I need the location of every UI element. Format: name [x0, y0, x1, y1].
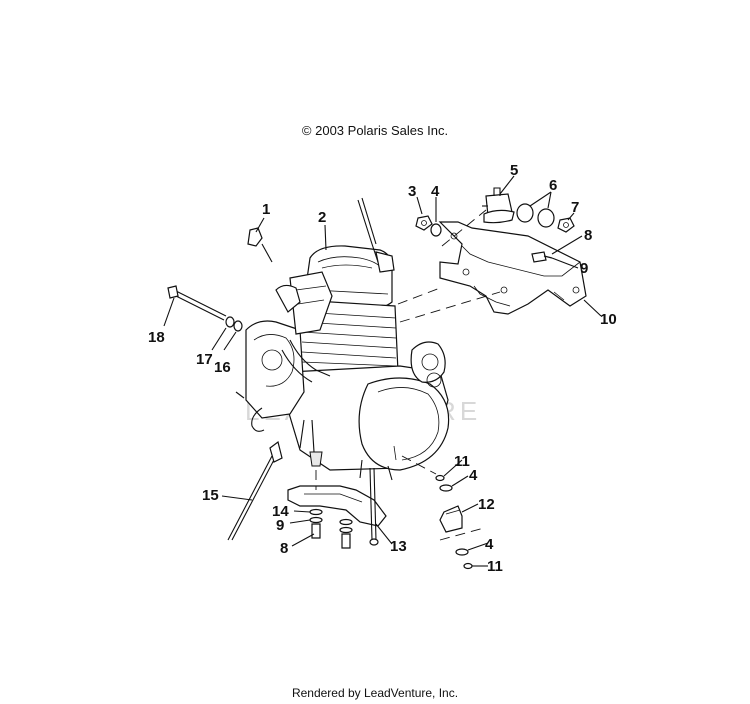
rubber-engine-mount-upper [482, 187, 515, 224]
washers-upper [516, 203, 555, 228]
rubber-engine-mount-lower [435, 474, 473, 570]
lower-mount-bracket [287, 467, 387, 546]
callout-15: 15 [202, 487, 219, 504]
shift-rod [227, 440, 283, 541]
callout-7: 7 [571, 199, 579, 216]
callout-9-upper: 9 [580, 260, 588, 277]
callout-4-middle: 4 [469, 467, 478, 484]
callout-9-lower: 9 [276, 517, 284, 534]
leader-lines [163, 175, 602, 567]
bolt-upper [531, 251, 553, 263]
copyright-notice: © 2003 Polaris Sales Inc. [301, 123, 449, 138]
callout-8-lower: 8 [280, 540, 288, 557]
callout-8-upper: 8 [584, 227, 592, 244]
callout-5: 5 [510, 162, 518, 179]
through-bolt [167, 285, 243, 332]
callout-11-upper: 11 [454, 453, 470, 470]
callout-6: 6 [549, 177, 557, 194]
callout-numbers: 1 2 3 4 5 6 7 8 9 10 11 4 12 4 11 13 8 9… [148, 162, 617, 575]
nut-upper [557, 217, 575, 233]
callout-4-upper: 4 [431, 183, 440, 200]
callout-2: 2 [318, 209, 326, 226]
callout-18: 18 [148, 329, 165, 346]
footer-credit: Rendered by LeadVenture, Inc. [291, 686, 459, 700]
callout-1: 1 [262, 201, 270, 218]
callout-10: 10 [600, 311, 617, 328]
engine-mount-bracket [438, 221, 587, 315]
engine-assembly [235, 197, 450, 481]
callout-4-lower: 4 [485, 536, 494, 553]
callout-11-lower: 11 [487, 558, 503, 575]
callout-16: 16 [214, 359, 231, 376]
alignment-lines [315, 209, 501, 541]
nut-washer-upper [415, 215, 442, 237]
callout-3: 3 [408, 183, 416, 200]
callout-14: 14 [272, 503, 289, 520]
callout-17: 17 [196, 351, 213, 368]
callout-13: 13 [390, 538, 407, 555]
lower-bolts-washers [309, 508, 353, 549]
callout-12: 12 [478, 496, 495, 513]
